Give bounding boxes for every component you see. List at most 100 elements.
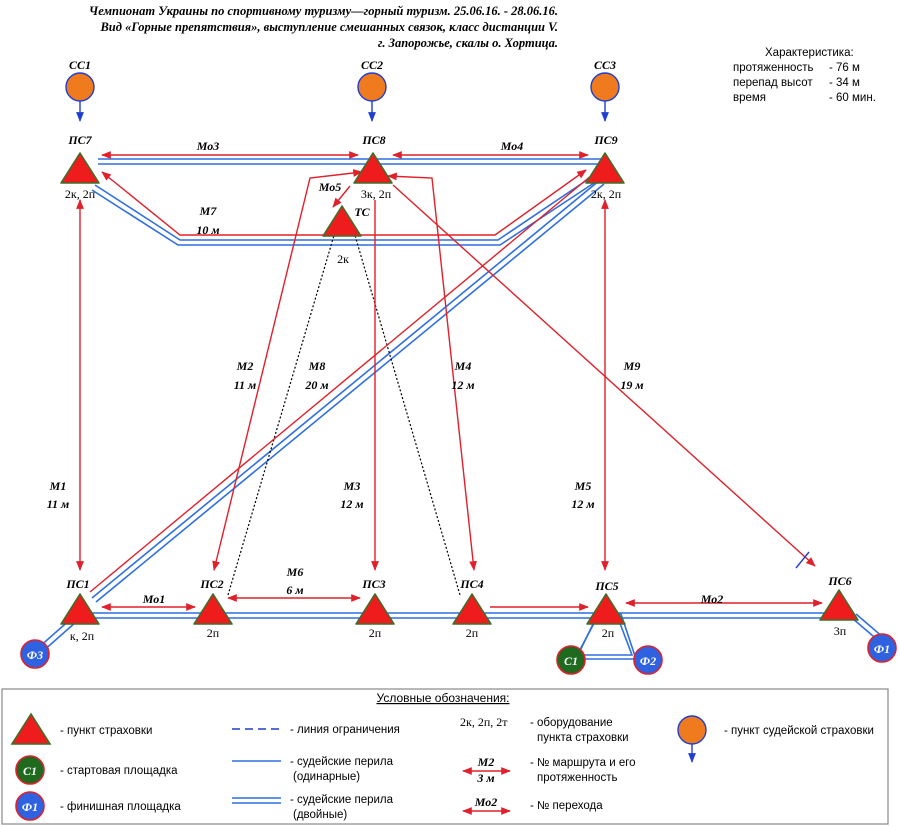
triangle-tc	[322, 205, 362, 237]
label-ps9: ПС9	[593, 133, 617, 147]
label-cc1: СС1	[69, 58, 91, 72]
legend-judge-text: - пункт судейской страховки	[724, 725, 874, 737]
legend-stage-text2: протяженность	[537, 772, 617, 784]
legend-start-icon	[15, 755, 45, 785]
equip-ps7: 2к, 2п	[65, 187, 96, 201]
stage-m6-len: 6 м	[286, 583, 303, 597]
legend-equip-text2: пункта страховки	[537, 732, 629, 744]
label-ps3: ПС3	[361, 577, 385, 591]
route-m9	[392, 184, 816, 567]
char-height-label: перепад высот	[733, 77, 813, 89]
equip-ps2: 2п	[207, 626, 220, 640]
equip-tc: 2к	[337, 252, 349, 266]
triangle-ps7	[60, 152, 100, 184]
legend-judge-point-icon	[677, 715, 707, 745]
finish-f2-label: Ф2	[640, 654, 656, 668]
char-height-value: - 34 м	[829, 77, 860, 89]
characteristics-title: Характеристика:	[765, 47, 854, 59]
stage-m9-len: 19 м	[620, 378, 643, 392]
header-line-1: Чемпионат Украины по спортивному туризму…	[88, 4, 558, 18]
equip-ps5: 2п	[602, 626, 615, 640]
stage-m7-no: М7	[199, 204, 218, 218]
char-time-value: - 60 мин.	[829, 92, 876, 104]
stage-m2-no: М2	[236, 359, 254, 373]
start-c1-label: С1	[564, 654, 578, 668]
equip-ps6: 3п	[834, 624, 847, 638]
stage-m4-len: 12 м	[451, 378, 474, 392]
rope-m8-diagonal	[91, 179, 601, 599]
legend-triangle-icon	[10, 712, 52, 745]
label-ps7: ПС7	[67, 133, 92, 147]
stage-m5-no: М5	[574, 479, 592, 493]
triangle-ps8	[353, 152, 393, 184]
finish-f1-label: Ф1	[874, 642, 890, 656]
trans-mo5: Мо5	[318, 180, 342, 194]
legend-rope-single-text1: - судейские перила	[290, 756, 394, 768]
stage-m6-dotted	[227, 231, 461, 596]
label-tc: ТС	[354, 205, 370, 219]
legend-stage-text1: - № маршрута и его	[530, 757, 636, 769]
finish-area-f1: Ф1	[867, 633, 897, 663]
equip-ps4: 2п	[466, 626, 479, 640]
legend-start-icon-label: С1	[23, 764, 37, 778]
legend-rope-double-text2: (двойные)	[293, 809, 347, 821]
legend-title: Условные обозначения:	[377, 691, 510, 705]
legend-rope-double-text1: - судейские перила	[290, 794, 394, 806]
stage-m3-len: 12 м	[340, 497, 363, 511]
stage-m1-len: 11 м	[47, 497, 70, 511]
stage-m8-len: 20 м	[304, 378, 328, 392]
route-mo5	[332, 185, 351, 208]
characteristics: Характеристика: протяженность - 76 м пере…	[733, 46, 876, 106]
legend-frame	[1, 688, 889, 825]
trans-mo2: Мо2	[700, 592, 724, 606]
legend-stage-len: 3 м	[476, 771, 494, 785]
equip-ps9: 2к, 2п	[591, 187, 622, 201]
finish-area-f3: Ф3	[20, 639, 50, 669]
judge-point-cc3	[590, 72, 620, 122]
stage-m1-no: М1	[49, 479, 67, 493]
judge-point-cc1	[65, 72, 95, 122]
triangle-ps1	[60, 593, 100, 625]
triangle-ps2	[193, 593, 233, 625]
label-ps8: ПС8	[361, 133, 385, 147]
legend-trans-text: - № перехода	[530, 800, 603, 812]
finish-f3-label: Ф3	[27, 648, 43, 662]
equip-ps8: 3к, 2п	[361, 187, 392, 201]
triangle-ps6	[819, 589, 859, 621]
legend-finish-icon	[15, 791, 45, 821]
label-ps4: ПС4	[459, 577, 483, 591]
finish-area-f2: Ф2	[633, 645, 663, 675]
legend-equip-sample: 2к, 2п, 2т	[460, 715, 508, 729]
legend-finish-text: - финишная площадка	[60, 801, 181, 813]
label-ps5: ПС5	[594, 579, 618, 593]
label-ps1: ПС1	[65, 577, 89, 591]
trans-mo4: Мо4	[500, 139, 524, 153]
legend: Условные обозначения: - пункт страховки …	[1, 688, 889, 825]
trans-mo1: Мо1	[142, 592, 166, 606]
triangle-ps3	[355, 593, 395, 625]
label-ps2: ПС2	[199, 577, 223, 591]
char-time-label: время	[733, 92, 767, 104]
stage-m5-len: 12 м	[571, 497, 594, 511]
triangle-ps5	[586, 593, 626, 625]
route-arrows	[76, 151, 823, 611]
legend-equip-text1: - оборудование	[530, 717, 613, 729]
stage-m9-no: М9	[623, 359, 641, 373]
start-area-c1: С1	[556, 645, 586, 675]
legend-rope-single-text2: (одинарные)	[293, 771, 360, 783]
triangle-ps4	[452, 593, 492, 625]
legend-stage-no: М2	[477, 755, 495, 769]
trans-mo3: Мо3	[196, 139, 220, 153]
label-cc3: СС3	[594, 58, 616, 72]
legend-belay-text: - пункт страховки	[60, 725, 152, 737]
judge-point-cc2	[357, 72, 387, 122]
stage-m2-len: 11 м	[234, 378, 257, 392]
limit-line-tick	[795, 551, 810, 569]
stage-m8-no: М8	[308, 359, 326, 373]
legend-trans-no: Мо2	[474, 795, 498, 809]
char-length-value: - 76 м	[829, 62, 860, 74]
equip-ps1: к, 2п	[70, 629, 95, 643]
char-length-label: протяженность	[733, 62, 814, 74]
